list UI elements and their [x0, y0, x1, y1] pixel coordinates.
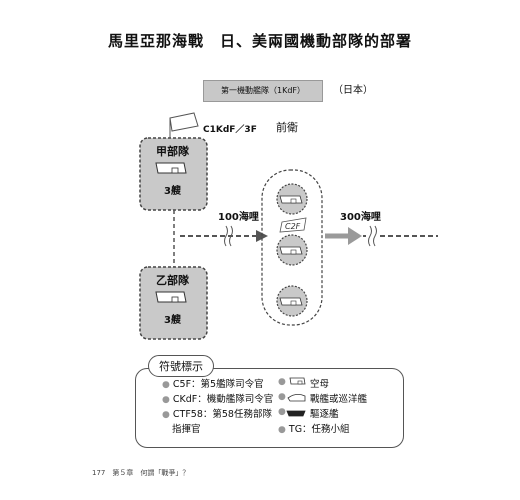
destroyer-icon — [286, 410, 306, 417]
vanguard-ship-2 — [276, 234, 308, 266]
fleet-label: 第一機動艦隊（1KdF） — [203, 80, 323, 102]
unit-a-count: 3艘 — [164, 186, 181, 197]
legend-box — [135, 368, 404, 448]
break-mark-icon — [368, 225, 377, 247]
vanguard-command-label: C2F — [285, 222, 301, 231]
unit-a-name: 甲部隊 — [156, 145, 189, 158]
legend-item: ● C5F：第5艦隊司令官 — [162, 379, 264, 390]
legend-item: ● TG：任務小組 — [278, 424, 350, 435]
legend-item: 戰艦或巡洋艦 — [310, 394, 368, 405]
vanguard-ship-3 — [276, 285, 308, 317]
legend-item: 指揮官 — [172, 424, 201, 435]
legend-item: 空母 — [310, 379, 330, 390]
legend-item: 驅逐艦 — [310, 409, 339, 420]
vanguard-label: 前衛 — [276, 121, 298, 134]
vanguard-group-box — [261, 169, 323, 326]
command-flag-label: C1KdF／3F — [203, 125, 257, 135]
aircraft-carrier-icon — [289, 377, 306, 385]
vanguard-ship-1 — [276, 183, 308, 215]
c2f-flag-icon — [279, 217, 307, 233]
country-label: （日本） — [333, 85, 373, 96]
page-footer: 177 第５章 何謂「戰爭」？ — [92, 469, 190, 477]
break-mark-icon — [224, 225, 233, 247]
arrow-head-far — [348, 227, 362, 245]
legend-item: ● — [278, 392, 286, 402]
legend-item: ● CTF58：第58任務部隊 — [162, 409, 272, 420]
legend-item: ● CKdF：機動艦隊司令官 — [162, 394, 274, 405]
unit-b-count: 3艘 — [164, 315, 181, 326]
legend-item: ● — [278, 407, 286, 417]
unit-b-name: 乙部隊 — [156, 274, 189, 287]
legend-item: ● — [278, 377, 286, 387]
battleship-cruiser-icon — [287, 394, 306, 402]
carrier-icon — [155, 162, 187, 174]
distance-near-label: 100海哩 — [218, 212, 259, 223]
arrow-head-near — [256, 230, 268, 242]
distance-far-label: 300海哩 — [340, 212, 381, 223]
carrier-icon — [155, 291, 187, 303]
page-title: 馬里亞那海戰 日、美兩國機動部隊的部署 — [107, 32, 412, 50]
legend-title: 符號標示 — [148, 355, 214, 377]
